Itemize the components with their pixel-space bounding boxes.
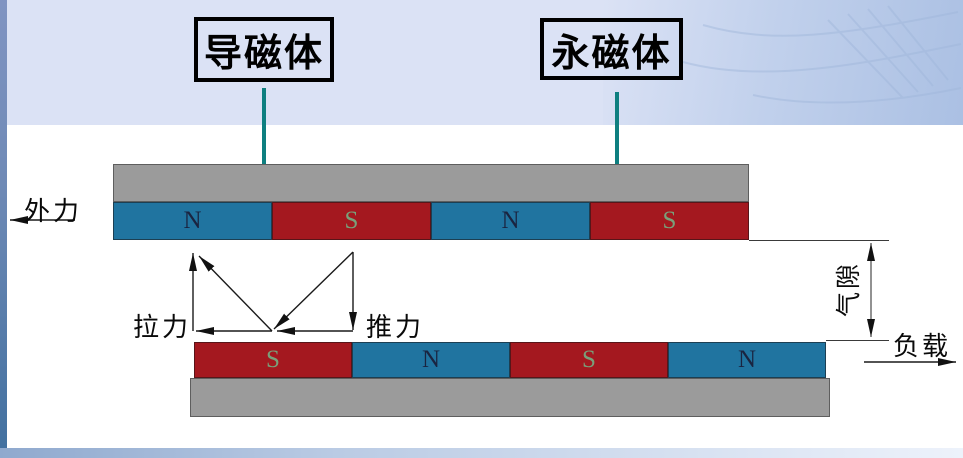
label-load: 负载 xyxy=(893,331,952,361)
label-push-force: 推力 xyxy=(366,312,425,342)
callout-box-conductor: 导磁体 xyxy=(194,17,334,82)
pole-label: S xyxy=(662,207,677,234)
pole-label: S xyxy=(266,346,280,373)
label-pull-force: 拉力 xyxy=(133,312,192,342)
decorative-sketch-lines xyxy=(682,5,962,104)
pole-label: N xyxy=(501,207,520,234)
lower-magnet-segment: N xyxy=(352,342,510,378)
pole-label: N xyxy=(737,346,757,373)
lower-magnet-segment: S xyxy=(510,342,668,378)
pole-label: N xyxy=(421,346,441,373)
callout-line-magnet xyxy=(615,92,619,218)
label-external-force: 外力 xyxy=(24,196,83,226)
callout-line-conductor xyxy=(262,88,266,183)
callout-label-conductor: 导磁体 xyxy=(203,33,324,75)
upper-magnet-segment: S xyxy=(590,202,749,240)
callout-box-magnet: 永磁体 xyxy=(540,18,683,80)
callout-label-magnet: 永磁体 xyxy=(551,32,672,75)
pull-resultant-arrow xyxy=(198,255,273,332)
pole-label: N xyxy=(183,207,202,234)
left-border-strip xyxy=(0,0,7,458)
lower-magnet-segment: N xyxy=(668,342,826,378)
bottom-border-strip xyxy=(0,448,963,458)
upper-back-plate xyxy=(113,164,749,202)
upper-magnet-segment: N xyxy=(431,202,590,240)
label-air-gap: 气隙 xyxy=(835,261,863,318)
pole-label: S xyxy=(582,346,596,373)
upper-magnet-segment: N xyxy=(113,202,272,240)
lower-magnet-segment: S xyxy=(194,342,352,378)
push-resultant-arrow xyxy=(273,251,354,330)
top-band xyxy=(0,0,963,125)
pole-label: S xyxy=(344,207,359,234)
lower-back-plate xyxy=(190,378,830,417)
upper-magnet-segment: S xyxy=(272,202,431,240)
